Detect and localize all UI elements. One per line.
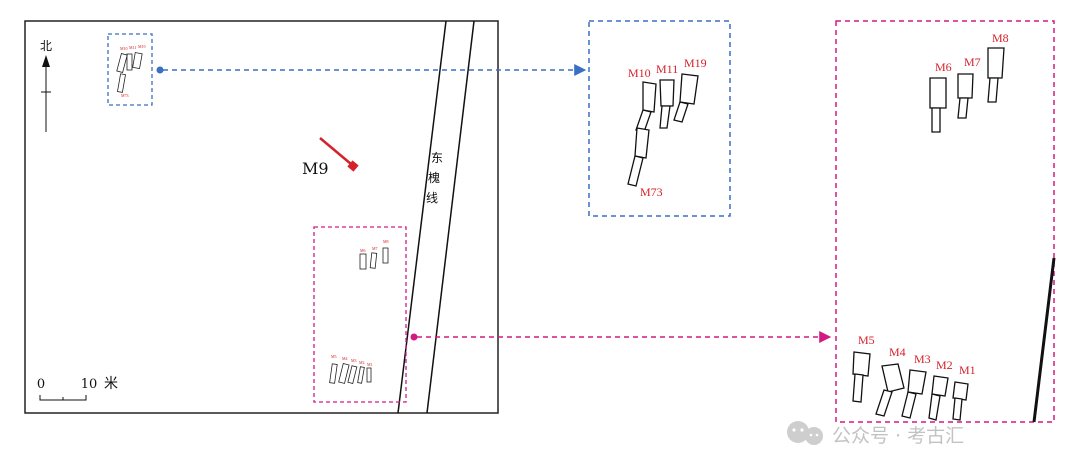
label-m5: M5	[858, 333, 875, 347]
label-m73: M73	[640, 185, 663, 199]
scale-bar: 0 10 米	[37, 376, 118, 401]
mini-label-m10: M10	[120, 46, 128, 51]
label-m6: M6	[935, 60, 952, 74]
m9-marker: M9	[302, 137, 359, 178]
mini-label-m5: M5	[331, 354, 337, 359]
label-m3: M3	[914, 352, 931, 366]
watermark: 公众号 · 考古汇	[787, 421, 964, 447]
scale-unit: 米	[104, 376, 118, 392]
mini-label-m73: M73	[121, 93, 129, 98]
label-m7: M7	[964, 55, 981, 69]
road-edge	[1032, 257, 1056, 423]
mini-label-m8: M8	[383, 239, 389, 244]
label-m11: M11	[656, 62, 678, 76]
south-group-mini: M6 M7 M8 M5 M4 M3 M2 M1	[313, 226, 407, 403]
label-m19: M19	[684, 56, 707, 70]
label-m2: M2	[936, 358, 953, 372]
north-group-mini: M10 M11 M19 M73	[107, 33, 153, 106]
watermark-text: 公众号 · 考古汇	[832, 425, 964, 447]
road-label-2: 槐	[428, 170, 440, 185]
road-label-1: 东	[431, 151, 443, 165]
road: 东 槐 线	[397, 20, 475, 414]
label-m1: M1	[959, 363, 976, 377]
south-group-inset: M6 M7 M8 M5 M4 M3 M2 M1	[835, 20, 1056, 423]
label-m8: M8	[992, 31, 1009, 45]
blue-connector	[156, 64, 587, 76]
scale-value: 10	[81, 377, 98, 392]
mini-label-m1: M1	[367, 362, 373, 367]
mini-label-m19: M19	[138, 44, 146, 49]
mini-label-m3: M3	[351, 358, 357, 363]
mini-label-m4: M4	[342, 356, 348, 361]
pink-connector	[410, 331, 832, 343]
map-frame	[24, 20, 499, 414]
mini-label-m6: M6	[360, 248, 366, 253]
north-arrow: 北	[40, 39, 52, 132]
north-label: 北	[40, 39, 52, 53]
scale-zero: 0	[37, 377, 45, 392]
mini-label-m2: M2	[359, 360, 365, 365]
m9-label: M9	[302, 159, 329, 178]
mini-label-m11: M11	[129, 45, 136, 50]
road-label-3: 线	[426, 191, 438, 205]
label-m4: M4	[889, 345, 906, 359]
mini-label-m7: M7	[372, 246, 378, 251]
label-m10: M10	[628, 66, 651, 80]
north-group-inset: M10 M11 M19 M73	[588, 20, 731, 217]
